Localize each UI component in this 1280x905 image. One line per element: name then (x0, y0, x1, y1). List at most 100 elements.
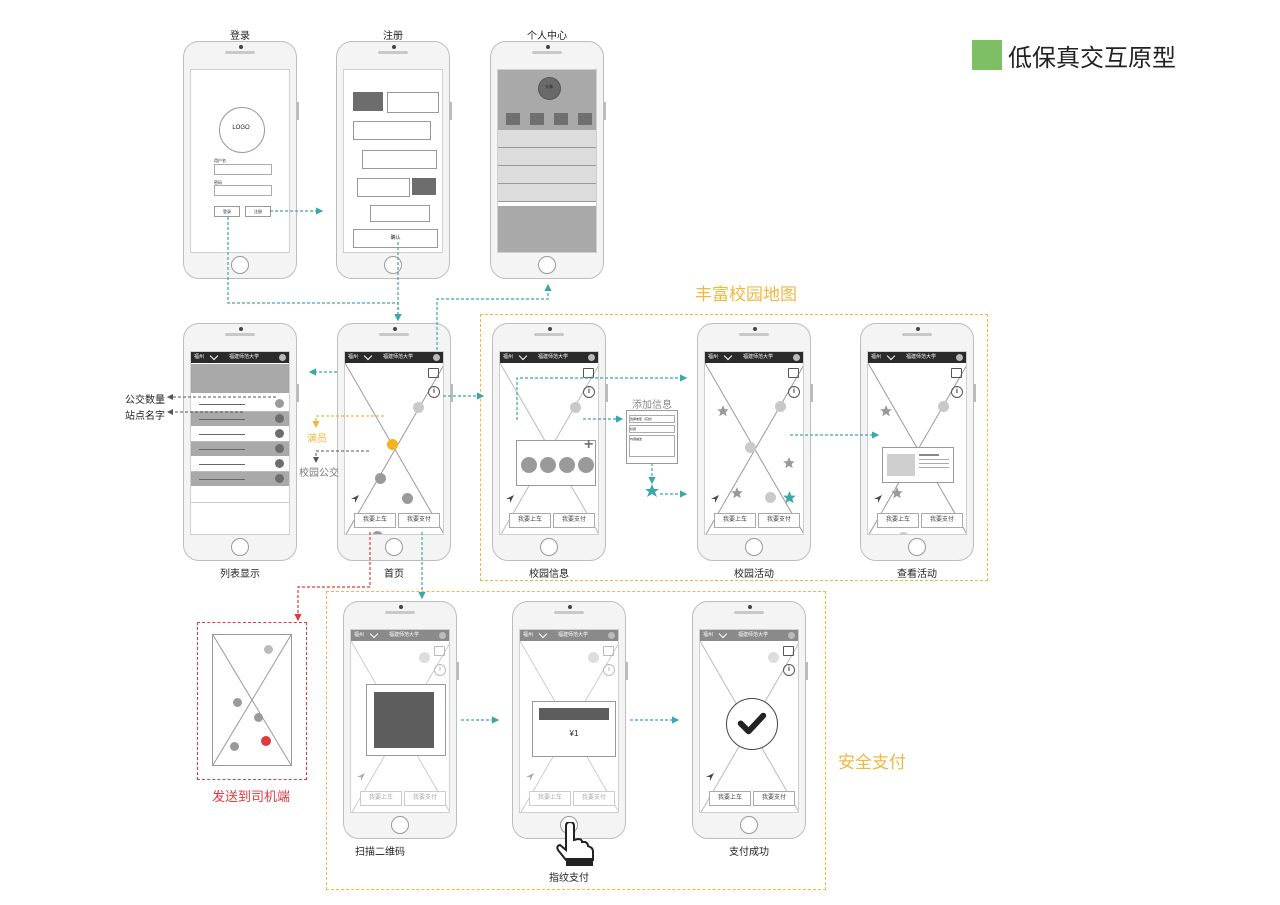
navigation-icon (357, 773, 365, 781)
pay-button[interactable]: 我要支付 (758, 513, 800, 528)
star-icon[interactable] (879, 404, 893, 418)
message-icon (783, 646, 794, 656)
home-button[interactable] (540, 538, 558, 556)
home-button[interactable] (740, 816, 758, 834)
list-row-1[interactable] (191, 397, 289, 412)
home-screen: 福州福建师范大学 i 我要上车 我要支付 (344, 351, 444, 535)
profile-tab-1[interactable] (506, 113, 520, 125)
board-button[interactable]: 我要上车 (509, 513, 551, 528)
scan-screen: 福州福建师范大学 i 我要上车 我要支付 (350, 629, 450, 813)
bus-dot[interactable] (372, 531, 383, 534)
bus-dot-full[interactable] (387, 439, 398, 450)
home-button[interactable] (391, 816, 409, 834)
board-button[interactable]: 我要上车 (354, 513, 396, 528)
bus-dot[interactable] (413, 402, 424, 413)
login-button[interactable]: 登录 (214, 206, 240, 217)
board-button[interactable]: 我要上车 (714, 513, 756, 528)
info-icon[interactable]: i (583, 386, 595, 398)
map-topbar: 福州福建师范大学 (520, 630, 618, 641)
register-input-1[interactable] (387, 92, 439, 113)
info-icon[interactable]: i (428, 386, 440, 398)
register-input-2[interactable] (353, 121, 431, 140)
phone-profile-label: 个人中心 (527, 31, 567, 42)
info-icon[interactable]: i (788, 386, 800, 398)
register-input-4[interactable] (357, 178, 410, 197)
star-icon-new[interactable] (782, 490, 797, 505)
qr-frame (366, 684, 446, 756)
home-button[interactable] (745, 538, 763, 556)
bus-dot[interactable] (375, 473, 386, 484)
register-input-3[interactable] (362, 150, 437, 169)
profile-screen: 头像 (497, 69, 597, 253)
message-icon[interactable] (951, 368, 962, 378)
message-icon[interactable] (428, 368, 439, 378)
profile-row-2[interactable] (498, 148, 596, 166)
home-button[interactable] (908, 538, 926, 556)
bus-dot[interactable] (775, 401, 786, 412)
list-row-4[interactable] (191, 442, 289, 456)
form-content-field[interactable]: 内容描述 (629, 435, 675, 457)
navigation-icon[interactable] (350, 494, 360, 504)
username-input[interactable] (214, 164, 272, 175)
navigation-icon[interactable] (710, 494, 720, 504)
logo-circle (219, 107, 265, 153)
phone-list: 福州福建师范大学 (183, 323, 299, 561)
verify-block[interactable] (412, 178, 436, 195)
profile-row-1[interactable] (498, 130, 596, 148)
form-type-field[interactable]: 选择类型（高校） (629, 415, 675, 423)
star-icon[interactable] (730, 486, 744, 500)
bus-dot[interactable] (570, 402, 581, 413)
pay-button[interactable]: 我要支付 (553, 513, 595, 528)
phone-home-label: 首页 (384, 569, 404, 580)
star-icon[interactable] (890, 486, 904, 500)
home-button[interactable] (538, 256, 556, 274)
home-button[interactable] (231, 256, 249, 274)
profile-tab-4[interactable] (578, 113, 592, 125)
pay-button[interactable]: 我要支付 (921, 513, 963, 528)
profile-row-3[interactable] (498, 166, 596, 184)
list-row-3[interactable] (191, 427, 289, 442)
board-button[interactable]: 我要上车 (877, 513, 919, 528)
add-info-label: 添加信息 (632, 400, 672, 411)
view-activity-screen: 福州福建师范大学 i 我要上车 我要支付 (867, 351, 967, 535)
profile-tab-2[interactable] (530, 113, 544, 125)
bus-dot[interactable] (938, 401, 949, 412)
register-input-5[interactable] (370, 205, 430, 222)
bus-dot[interactable] (402, 493, 413, 504)
list-header (191, 364, 289, 393)
bus-dot[interactable] (765, 492, 776, 503)
list-row-2[interactable] (191, 412, 289, 426)
map-topbar: 福州福建师范大学 (345, 352, 443, 363)
password-input[interactable] (214, 185, 272, 196)
form-title-field[interactable]: 标题 (629, 425, 675, 433)
board-button: 我要上车 (360, 791, 402, 806)
profile-tab-3[interactable] (554, 113, 568, 125)
navigation-icon[interactable] (873, 494, 883, 504)
phone-login-label: 登录 (230, 31, 250, 42)
list-row-5[interactable] (191, 457, 289, 472)
home-button[interactable] (231, 538, 249, 556)
phone-home: 福州福建师范大学 i 我要上车 我要支付 (337, 323, 453, 561)
info-icon[interactable]: i (951, 386, 963, 398)
list-row-6[interactable] (191, 472, 289, 486)
star-icon[interactable] (716, 404, 730, 418)
home-button[interactable] (384, 256, 402, 274)
confirm-button[interactable]: 确认 (353, 229, 438, 248)
profile-row-4[interactable] (498, 184, 596, 202)
navigation-icon[interactable] (505, 494, 515, 504)
legend-swatch (972, 40, 1002, 70)
info-card[interactable] (516, 440, 596, 486)
bus-dot[interactable] (898, 532, 909, 534)
pay-button[interactable]: 我要支付 (398, 513, 440, 528)
add-icon[interactable]: + (584, 436, 594, 453)
bus-dot[interactable] (745, 442, 756, 453)
phone-register: 确认 (336, 41, 452, 279)
register-button[interactable]: 注册 (245, 206, 271, 217)
home-button[interactable] (385, 538, 403, 556)
activity-card[interactable] (882, 447, 954, 483)
star-icon[interactable] (782, 456, 796, 470)
avatar[interactable] (538, 77, 561, 100)
avatar-text: 头像 (545, 84, 553, 89)
message-icon[interactable] (788, 368, 799, 378)
message-icon[interactable] (583, 368, 594, 378)
